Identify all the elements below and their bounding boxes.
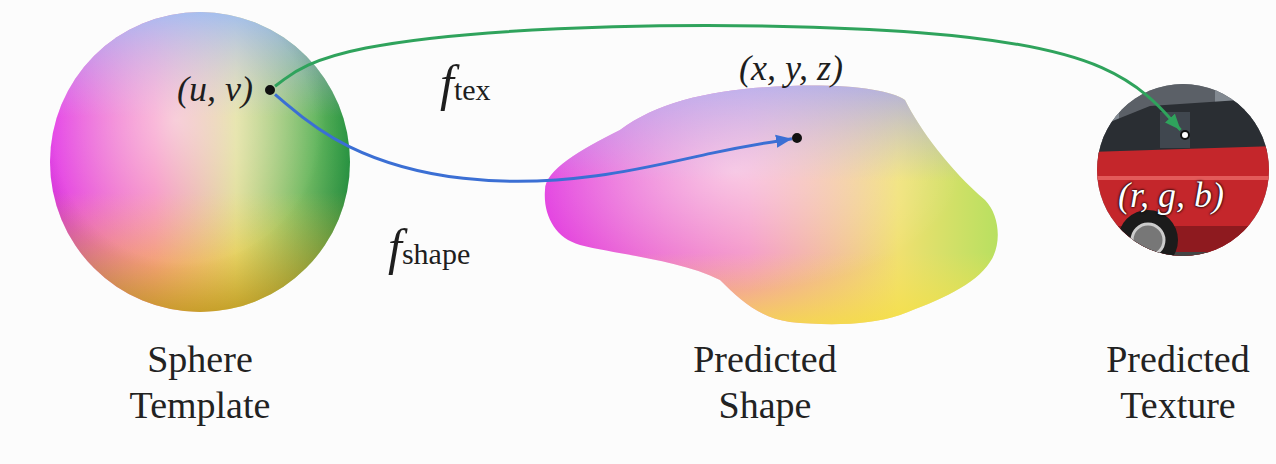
predicted-car-shape [545, 86, 998, 325]
point-marker: (u, v) [265, 85, 275, 95]
point-label: (r, g, b) [1118, 176, 1224, 216]
texture-window-glare [1160, 112, 1190, 148]
figure-caption: Predicted Texture [1080, 336, 1276, 429]
texture-body-lower [1092, 226, 1276, 266]
figure-panel: (u, v) Sphere Template [40, 0, 360, 450]
figure-panel: (x, y, z) Predicted Shape [530, 0, 1010, 450]
car-base [545, 86, 998, 325]
figure-panel: (r, g, b)Predicted Texture [1075, 0, 1271, 450]
mapping-arrow [275, 94, 792, 181]
figure-caption: Predicted Shape [655, 336, 875, 429]
point-label: (u, v) [177, 70, 253, 110]
car-tint [545, 86, 998, 325]
mapping-arrow [275, 26, 1181, 130]
sphere-base [50, 12, 350, 312]
point-label: (x, y, z) [739, 49, 843, 89]
sphere-shade [50, 12, 350, 312]
figure-caption: Sphere Template [95, 336, 305, 429]
sphere-tint [50, 12, 350, 312]
point-marker: (r, g, b) [1180, 130, 1190, 140]
sphere-highlight [50, 12, 350, 312]
predicted-texture-sphere [1090, 78, 1276, 272]
texture-wheel [1118, 210, 1178, 270]
car-highlight [545, 86, 998, 325]
texture-ground [1092, 252, 1276, 272]
point-marker: (x, y, z) [792, 133, 802, 143]
texture-rim [1132, 224, 1164, 256]
function-label: ftex [440, 58, 491, 108]
texture-background [1090, 78, 1276, 268]
sphere-template [50, 12, 350, 312]
function-label: fshape [388, 222, 470, 272]
texture-reflection [1105, 84, 1119, 124]
